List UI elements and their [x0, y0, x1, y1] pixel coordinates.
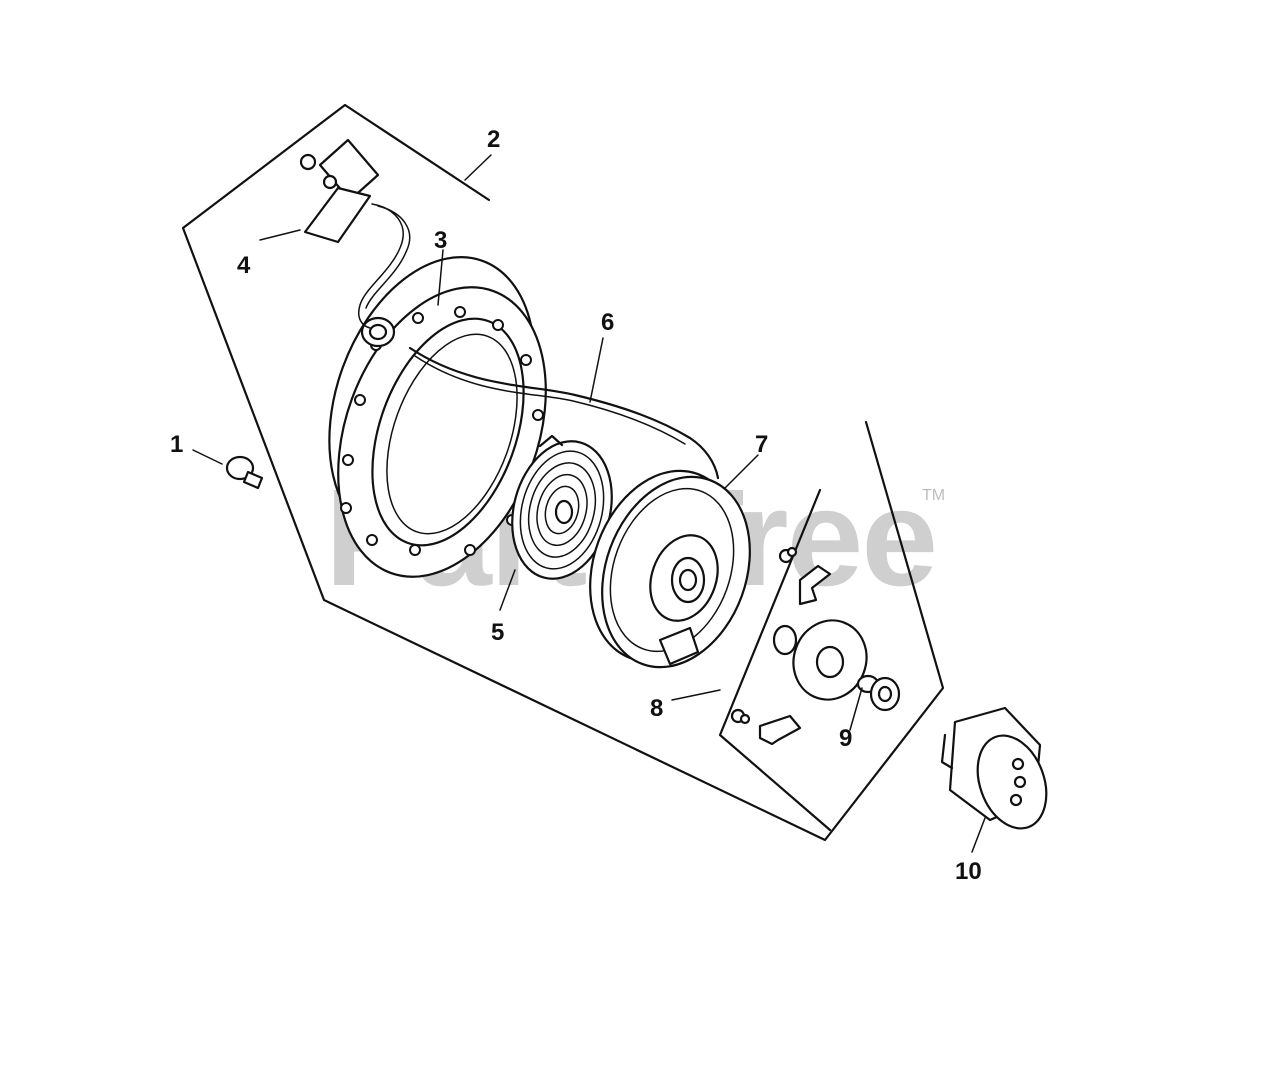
callout-9: 9 — [839, 725, 852, 752]
callout-6: 6 — [601, 309, 614, 336]
callout-4: 4 — [237, 252, 251, 279]
ratchet-screw — [856, 674, 901, 712]
ratchet-parts — [730, 546, 868, 746]
subassembly-outline — [718, 488, 832, 832]
starter-cup — [940, 706, 1048, 830]
watermark-trademark: TM — [922, 487, 945, 504]
callout-10: 10 — [955, 858, 982, 885]
callout-2: 2 — [487, 126, 500, 153]
callout-5: 5 — [491, 619, 504, 646]
callout-3: 3 — [434, 227, 447, 254]
rope-pulley — [589, 469, 751, 669]
callout-labels: 1 2 3 4 5 6 7 8 9 10 — [170, 126, 982, 885]
callout-1: 1 — [170, 431, 183, 458]
callout-7: 7 — [755, 431, 768, 458]
callout-8: 8 — [650, 695, 663, 722]
starter-rope — [408, 346, 720, 480]
assembly-outline — [181, 103, 945, 842]
leader-lines — [192, 154, 986, 853]
starter-housing — [328, 256, 547, 578]
starter-handle — [299, 138, 411, 329]
flange-bolt — [225, 455, 264, 490]
